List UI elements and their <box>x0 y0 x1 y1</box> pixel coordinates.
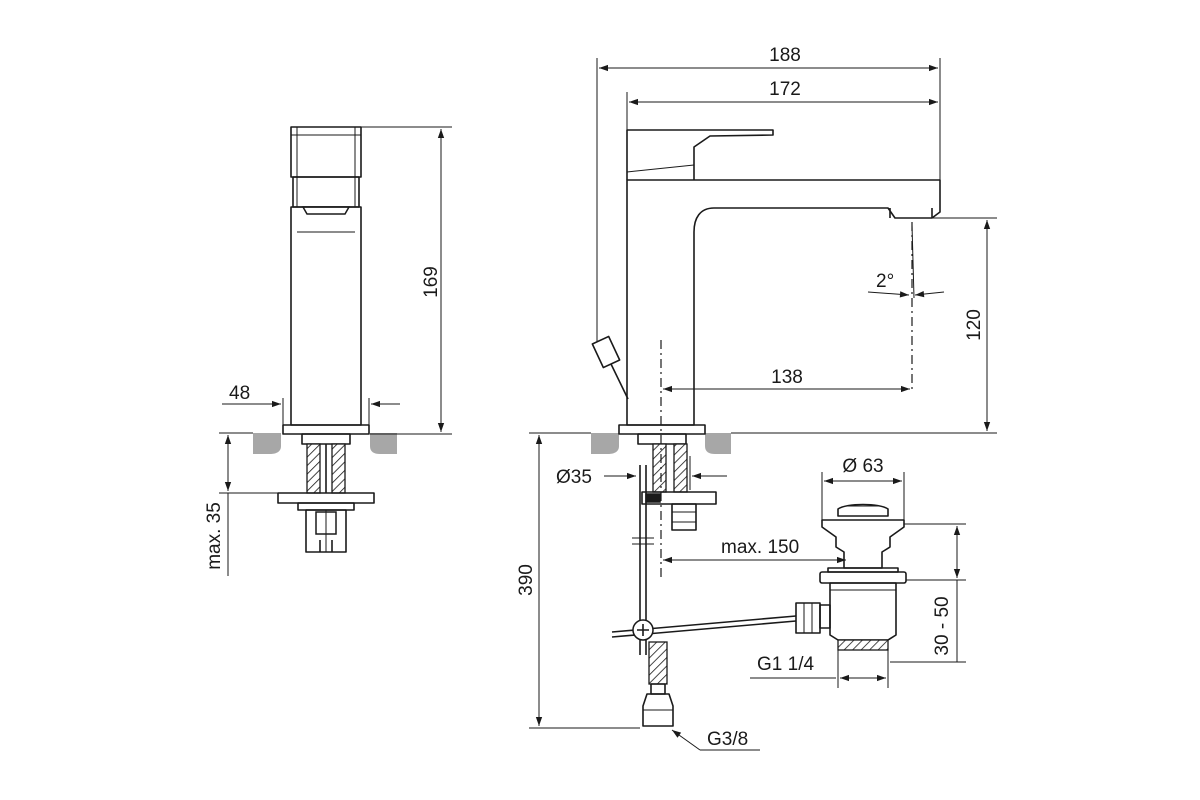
supply-nut <box>642 693 674 727</box>
handle-lever <box>626 129 774 180</box>
base-side <box>282 424 370 435</box>
dim-range-30-50: 30 - 50 <box>890 523 966 663</box>
dim-hole-35: Ø35 <box>556 456 727 490</box>
dim-label-138: 138 <box>771 367 803 388</box>
dim-label-390: 390 <box>516 564 537 596</box>
label-g38-text: G3/8 <box>707 729 748 750</box>
countertop-front-right <box>705 433 731 454</box>
hose-side-right <box>331 443 346 494</box>
countertop-right <box>370 433 397 454</box>
dim-max-35: max. 35 <box>204 432 278 576</box>
supply-hose <box>648 641 668 685</box>
waste-flange <box>821 519 905 569</box>
waste-plug <box>837 503 889 517</box>
aerator-side <box>301 206 351 215</box>
dim-label-max-35: max. 35 <box>204 502 225 570</box>
waste-thread <box>837 639 889 651</box>
dim-label-188: 188 <box>769 45 801 66</box>
dim-plug-63: Ø 63 <box>821 456 905 520</box>
dim-label-120: 120 <box>964 309 985 341</box>
collar-side <box>292 176 360 208</box>
dim-label-48: 48 <box>229 383 250 404</box>
waste-connector <box>795 602 821 634</box>
dim-distance-138: 138 <box>663 367 910 393</box>
dim-label-35: Ø35 <box>556 467 592 488</box>
dim-reach-172: 172 <box>626 79 938 130</box>
dim-outlet-120: 120 <box>731 217 997 434</box>
waste-view: Ø 63 30 - 50 G1 1/4 <box>611 456 966 688</box>
spout-body <box>626 179 941 426</box>
dim-label-g114: G1 1/4 <box>757 654 814 675</box>
side-view: 169 48 max. 35 <box>204 126 452 576</box>
dim-label-max-150: max. 150 <box>721 537 799 558</box>
dim-length-390: 390 <box>516 432 640 729</box>
countertop-front-left <box>591 433 619 454</box>
dim-angle-2: 2° <box>867 224 945 299</box>
front-view: 188 172 120 2° 138 <box>516 45 997 751</box>
popup-knob <box>591 335 629 400</box>
hose-front-left <box>652 443 667 493</box>
dim-label-2deg: 2° <box>876 271 894 292</box>
label-g38: G3/8 <box>671 729 760 751</box>
hose-front-right <box>673 443 688 493</box>
dim-max-150: max. 150 <box>663 537 846 564</box>
waste-nut <box>819 571 907 584</box>
waste-body <box>829 582 897 641</box>
dim-label-30-50: 30 - 50 <box>932 596 953 655</box>
dim-label-172: 172 <box>769 79 801 100</box>
dim-thread-g114: G1 1/4 <box>750 650 889 688</box>
countertop-left <box>253 433 281 454</box>
base-front <box>618 424 706 435</box>
dim-label-63: Ø 63 <box>842 456 883 477</box>
dim-overall-188: 188 <box>596 45 941 342</box>
dim-width-48: 48 <box>222 383 400 425</box>
fixing-plate-side <box>277 492 375 504</box>
dim-label-169: 169 <box>421 266 442 298</box>
body-side <box>290 206 362 426</box>
hose-side-left <box>306 443 321 494</box>
dim-height-169: 169 <box>361 126 452 435</box>
